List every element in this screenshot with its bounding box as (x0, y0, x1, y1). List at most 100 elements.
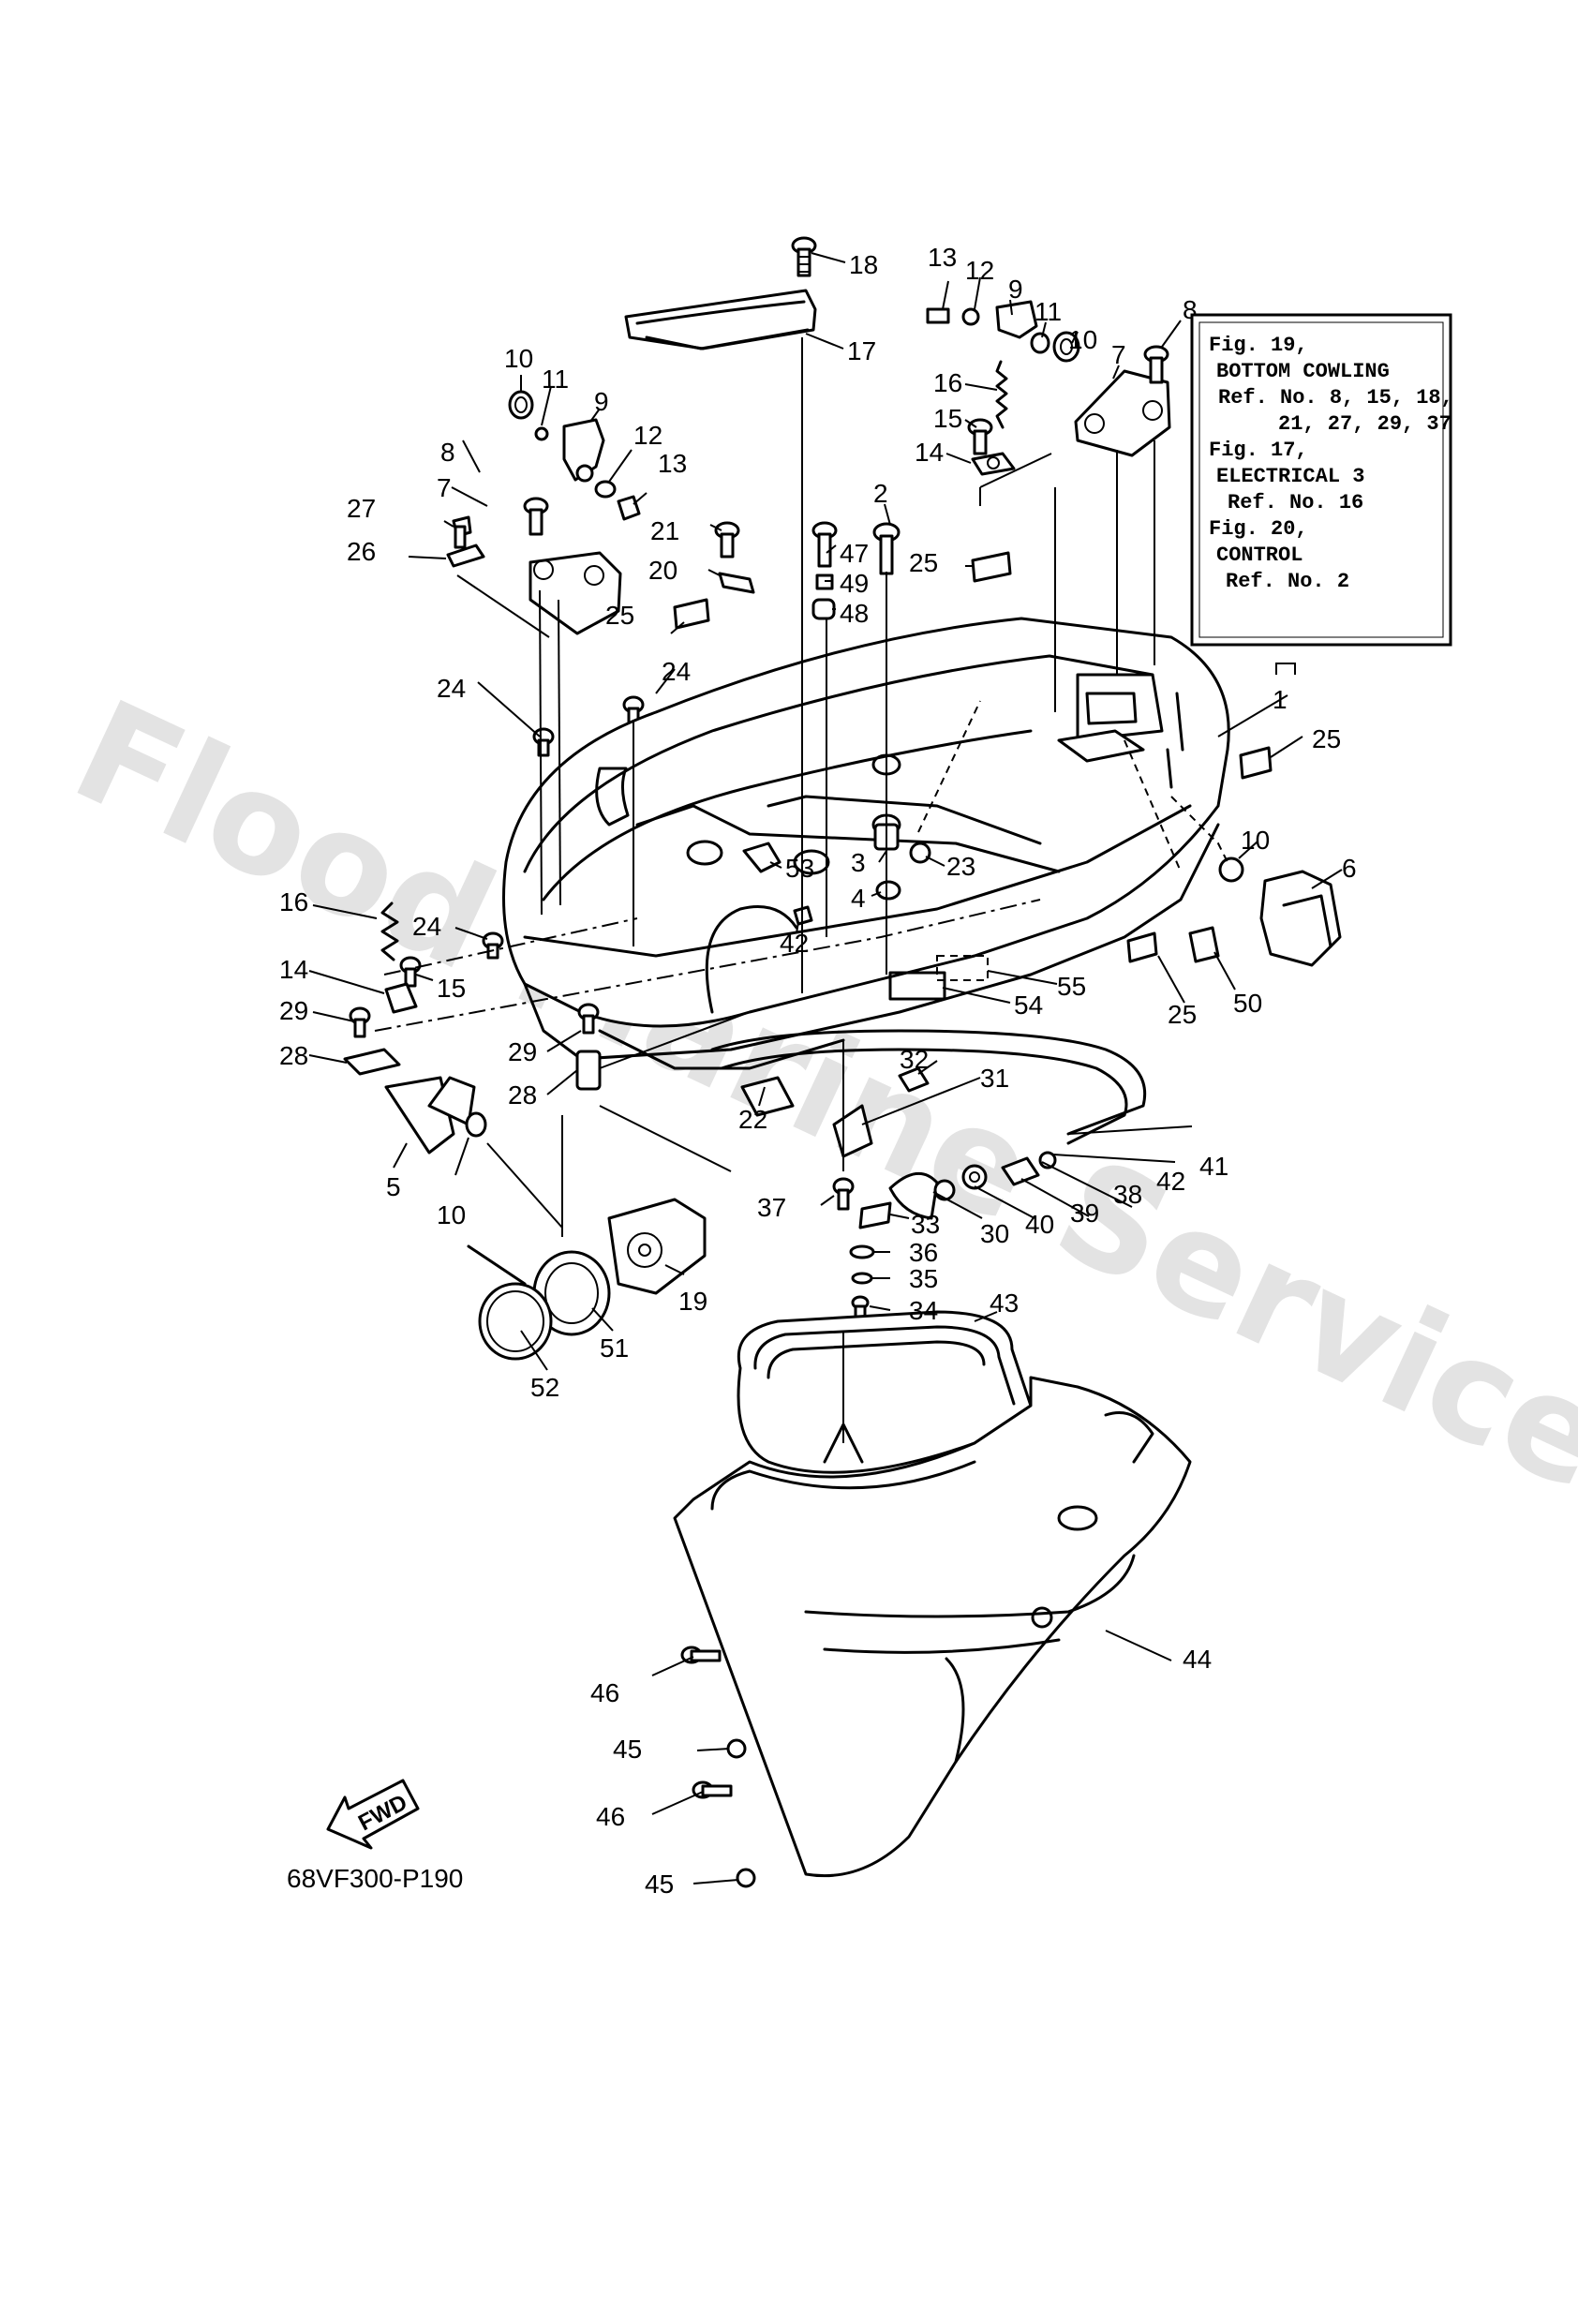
callout: 38 (1113, 1180, 1142, 1209)
right-clamp-assembly (926, 300, 1171, 476)
part-43-seal (737, 1310, 1033, 1474)
callout: 25 (605, 601, 634, 630)
callout: 26 (347, 537, 376, 566)
callout: 55 (1057, 972, 1086, 1001)
callout: 31 (980, 1064, 1009, 1093)
callout: 14 (279, 955, 308, 984)
callout: 10 (504, 344, 533, 373)
ref-line: Fig. 19, (1209, 334, 1308, 357)
callout-labels: 18 17 13 12 9 11 10 7 8 16 15 14 10 11 9… (279, 243, 1357, 1899)
callout: 16 (933, 368, 962, 397)
part-44-lower-cowling (673, 1376, 1192, 1878)
callout: 8 (440, 438, 455, 467)
part-18-bolt (791, 236, 817, 277)
callout: 51 (600, 1333, 629, 1363)
left-clamp-assembly (446, 390, 641, 635)
callout: 24 (437, 674, 466, 703)
callout: 34 (909, 1296, 938, 1325)
callout: 43 (990, 1289, 1019, 1318)
callout: 28 (508, 1080, 537, 1110)
ref-line: Fig. 20, (1209, 517, 1308, 541)
callout: 9 (1008, 275, 1023, 304)
callout: 11 (542, 365, 569, 394)
parts-14-16-28-29-left (343, 901, 602, 1091)
callout: 29 (508, 1037, 537, 1066)
ref-line: ELECTRICAL 3 (1216, 465, 1364, 488)
callout: 29 (279, 996, 308, 1025)
ref-line: 21, 27, 29, 37 (1278, 412, 1451, 436)
callout: 42 (780, 929, 809, 958)
parts-54-55-decals (888, 955, 989, 1001)
callout: 13 (658, 449, 687, 478)
callout: 4 (851, 884, 866, 913)
callout: 5 (386, 1172, 401, 1201)
ref-line: Fig. 17, (1209, 439, 1308, 462)
callout: 7 (437, 473, 452, 502)
callout: 19 (678, 1287, 707, 1316)
callout: 11 (1035, 297, 1062, 326)
callout: 12 (633, 421, 662, 450)
callout: 13 (928, 243, 957, 272)
callout: 18 (849, 250, 878, 279)
callout: 9 (594, 387, 609, 416)
callout: 48 (840, 599, 869, 628)
callout: 16 (279, 887, 308, 916)
callout: 50 (1233, 989, 1262, 1018)
callout: 17 (847, 336, 876, 365)
callout: 45 (613, 1735, 642, 1764)
callout: 35 (909, 1264, 938, 1293)
callout: 25 (909, 548, 938, 577)
callout: 20 (648, 556, 677, 585)
callout: 45 (645, 1870, 674, 1899)
callout: 25 (1168, 1000, 1197, 1029)
callout: 41 (1199, 1152, 1228, 1181)
hose-and-fittings (710, 1029, 1147, 1220)
callout: 27 (347, 494, 376, 523)
parts-5-10-19-51-52 (384, 1076, 707, 1361)
callout: 10 (1068, 325, 1097, 354)
callout: 47 (840, 539, 869, 568)
callout: 2 (873, 479, 888, 508)
part-8-left-bolt (523, 497, 549, 536)
callout: 54 (1014, 991, 1043, 1020)
callout: 28 (279, 1041, 308, 1070)
callout: 10 (1241, 826, 1270, 855)
part-25-grommets (673, 551, 1273, 963)
callout: 21 (650, 516, 679, 545)
diagram-code: 68VF300-P190 (287, 1864, 463, 1893)
callout: 24 (412, 912, 441, 941)
callout: 52 (530, 1373, 559, 1402)
callout: 7 (1111, 340, 1126, 369)
callout: 15 (437, 974, 466, 1003)
ref-line: BOTTOM COWLING (1216, 360, 1390, 383)
callout: 22 (738, 1105, 767, 1134)
part-17-cover-plate (624, 289, 817, 350)
callout: 46 (596, 1802, 625, 1831)
callout: 24 (662, 657, 691, 686)
callout: 39 (1070, 1199, 1099, 1228)
parts-45-46-fasteners (680, 1646, 756, 1888)
ref-line: Ref. No. 16 (1228, 491, 1363, 514)
callout: 46 (590, 1678, 619, 1707)
ref-line: Ref. No. 8, 15, 18, (1218, 386, 1453, 410)
callout: 32 (900, 1045, 929, 1074)
ref-line: CONTROL (1216, 544, 1303, 567)
callout: 15 (933, 404, 962, 433)
callout: 12 (965, 256, 994, 285)
callout: 14 (915, 438, 944, 467)
part-1-bottom-cowling (502, 617, 1230, 1070)
callout: 36 (909, 1238, 938, 1267)
callout: 3 (851, 848, 866, 877)
callout: 44 (1183, 1645, 1212, 1674)
callout: 10 (437, 1200, 466, 1229)
parts-6-10-50-right (1188, 857, 1342, 967)
center-bolt-cluster (714, 521, 901, 620)
fwd-arrow: FWD (326, 1779, 420, 1850)
callout: 25 (1312, 724, 1341, 753)
callout: 6 (1342, 854, 1357, 883)
ref-line: Ref. No. 2 (1226, 570, 1349, 593)
callout: 49 (840, 569, 869, 598)
callout: 1 (1273, 685, 1288, 714)
callout: 37 (757, 1193, 786, 1222)
